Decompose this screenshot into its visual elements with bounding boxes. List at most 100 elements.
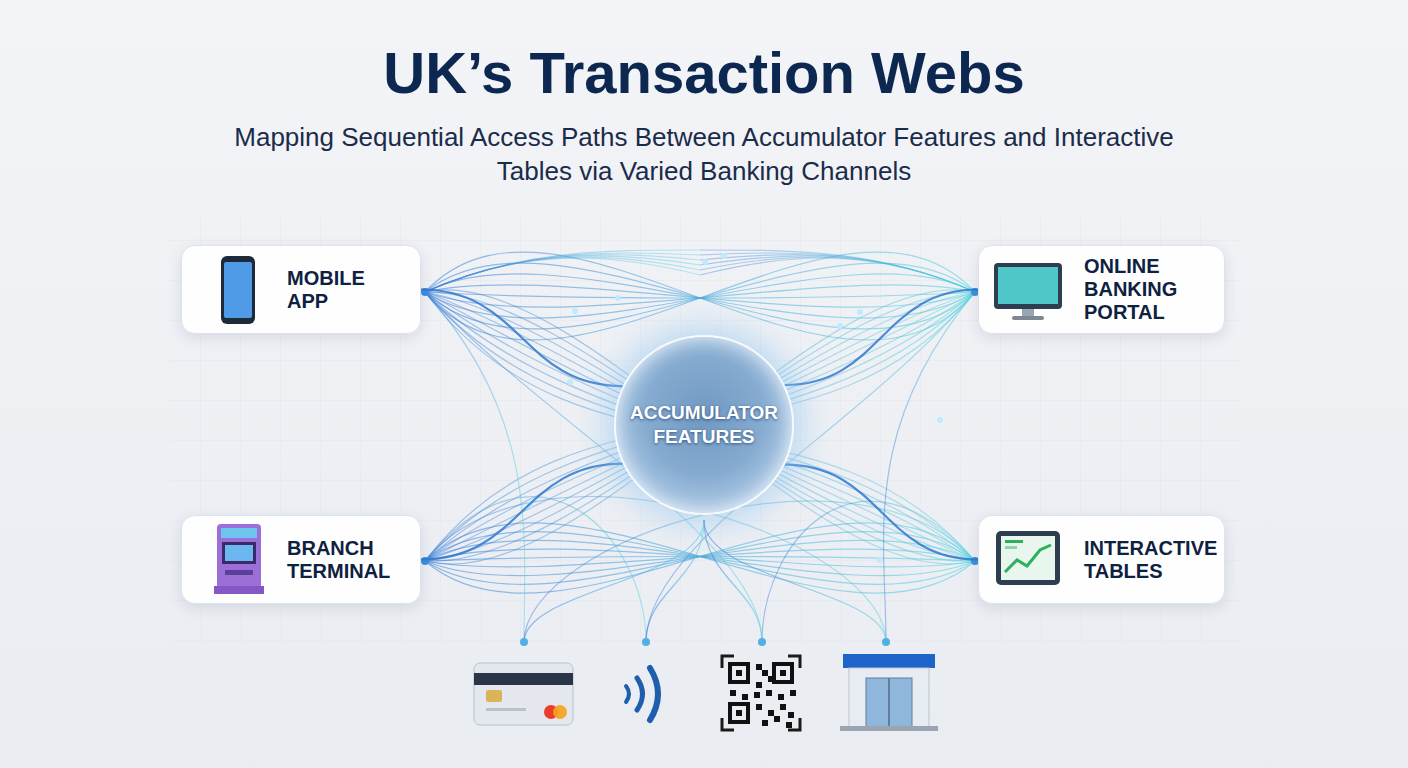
- qr-module: [754, 692, 760, 698]
- web-strand: [425, 292, 975, 561]
- web-strand: [425, 292, 975, 561]
- web-strand: [425, 292, 525, 642]
- channel-box: MOBILE APP: [181, 245, 421, 334]
- web-strand: [425, 549, 975, 567]
- web-strand: [425, 292, 975, 561]
- qr-module: [762, 670, 768, 676]
- channel-connector: [785, 290, 978, 386]
- contactless-icon: [626, 668, 658, 720]
- web-strand: [700, 250, 975, 292]
- glint-dot: [567, 379, 573, 385]
- web-strand: [704, 520, 762, 642]
- qr-code-icon: [722, 656, 800, 730]
- qr-module: [742, 694, 748, 700]
- web-strand: [524, 501, 975, 642]
- web-strand: [425, 274, 975, 318]
- web-strand: [425, 253, 700, 292]
- card-icon: [474, 663, 573, 725]
- anchor-dot: [642, 638, 650, 646]
- web-strand: [425, 257, 700, 292]
- anchor-dot: [421, 557, 429, 565]
- glint-dot: [572, 308, 578, 314]
- web-strand: [700, 253, 975, 292]
- web-strand: [425, 292, 975, 298]
- web-strand: [425, 285, 975, 307]
- web-strand: [425, 255, 700, 292]
- web-strand: [425, 263, 975, 329]
- qr-module: [766, 690, 772, 696]
- web-strand: [425, 292, 975, 561]
- web-strand: [425, 497, 646, 642]
- channel-box: BRANCH TERMINAL: [181, 515, 421, 604]
- qr-module: [730, 690, 736, 696]
- glint-dot: [615, 295, 621, 301]
- channel-connector: [421, 464, 623, 560]
- node-label: ONLINE BANKING PORTAL: [1084, 255, 1204, 324]
- web-strand: [425, 292, 975, 561]
- glint-dot: [937, 417, 943, 423]
- web-strand: [425, 292, 975, 561]
- web-strand: [425, 497, 886, 642]
- web-strand: [425, 292, 975, 561]
- web-strand: [425, 292, 975, 561]
- web-strand: [425, 256, 700, 292]
- channel-box: INTERACTIVE TABLES: [978, 515, 1225, 604]
- web-strand: [700, 258, 975, 292]
- web-strand: [700, 257, 975, 292]
- anchor-dot: [882, 638, 890, 646]
- anchor-dot: [758, 638, 766, 646]
- connector-line: [421, 464, 623, 560]
- glint-dot: [721, 253, 727, 259]
- hub-circle: ACCUMULATOR FEATURES: [614, 335, 794, 515]
- web-strand: [425, 292, 975, 561]
- channel-box: ONLINE BANKING PORTAL: [978, 245, 1225, 334]
- web-strand: [425, 258, 700, 292]
- web-strand: [425, 292, 975, 561]
- glint-dot: [837, 323, 843, 329]
- web-strand: [425, 532, 975, 585]
- web-strand: [425, 292, 975, 561]
- qr-module: [780, 704, 786, 710]
- qr-module: [762, 720, 768, 726]
- qr-module: [786, 722, 792, 728]
- web-strand: [425, 532, 975, 585]
- web-strand: [425, 250, 700, 292]
- web-strand: [425, 292, 975, 561]
- web-strand: [700, 256, 975, 292]
- connector-line: [421, 290, 623, 387]
- connector-line: [785, 465, 978, 560]
- web-strand: [425, 292, 975, 561]
- qr-module: [756, 664, 762, 670]
- qr-module: [778, 694, 784, 700]
- glint-dot: [702, 259, 708, 265]
- channel-connector: [421, 290, 623, 387]
- web-strand: [425, 285, 975, 307]
- web-strand: [425, 263, 975, 329]
- qr-module: [768, 676, 774, 682]
- web-strand: [425, 292, 975, 561]
- web-strand: [425, 549, 975, 567]
- web-strand: [704, 520, 886, 642]
- qr-module: [756, 704, 762, 710]
- subtitle-text: Mapping Sequential Access Paths Between …: [214, 120, 1194, 188]
- diagram-title: UK’s Transaction Webs: [0, 38, 1408, 108]
- node-label: ACCUMULATOR FEATURES: [619, 401, 789, 449]
- web-strand: [700, 255, 975, 292]
- node-label: BRANCH TERMINAL: [287, 537, 407, 583]
- qr-module: [774, 716, 780, 722]
- web-strand: [425, 557, 975, 562]
- web-strand: [762, 501, 975, 642]
- glint-dot: [857, 309, 863, 315]
- node-label: MOBILE APP: [287, 267, 407, 313]
- web-strand: [524, 520, 704, 642]
- qr-module: [788, 712, 794, 718]
- node-label: INTERACTIVE TABLES: [1084, 537, 1204, 583]
- anchor-dot: [520, 638, 528, 646]
- web-strand: [425, 292, 975, 561]
- web-strand: [425, 292, 975, 561]
- qr-module: [790, 690, 796, 696]
- web-strand: [883, 292, 975, 642]
- qr-module: [756, 682, 762, 688]
- glint-dot: [877, 557, 883, 563]
- web-strand: [425, 274, 975, 318]
